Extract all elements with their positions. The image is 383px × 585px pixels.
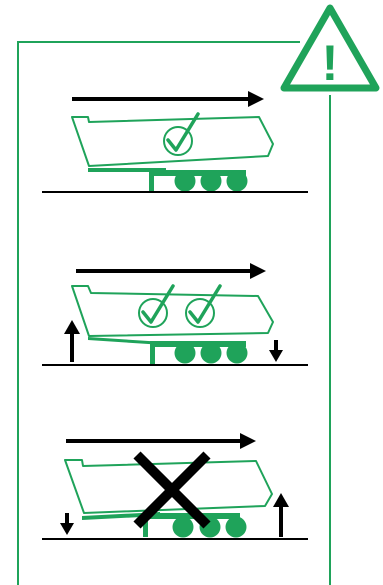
up-arrow-icon: [273, 493, 289, 537]
trailer-chassis: [88, 337, 246, 364]
warning-triangle-icon: !: [284, 8, 376, 91]
trailer-wheels: [173, 517, 247, 538]
trailer-wheels: [175, 343, 248, 364]
panel-3-front-lowered-trailer: [42, 433, 308, 539]
trailer-wheels: [175, 171, 248, 192]
panel-2-front-raised-trailer: [42, 263, 308, 365]
down-arrow-icon: [269, 340, 283, 362]
direction-arrow-icon: [72, 91, 264, 107]
down-arrow-icon: [60, 513, 74, 535]
up-arrow-icon: [64, 320, 80, 362]
direction-arrow-icon: [76, 263, 266, 279]
trailer-chassis: [88, 168, 246, 191]
warning-exclamation: !: [322, 35, 339, 91]
trailer-body: [72, 286, 273, 336]
trailer-body: [72, 117, 273, 166]
panel-1-level-trailer: [42, 91, 308, 192]
direction-arrow-icon: [66, 433, 256, 449]
